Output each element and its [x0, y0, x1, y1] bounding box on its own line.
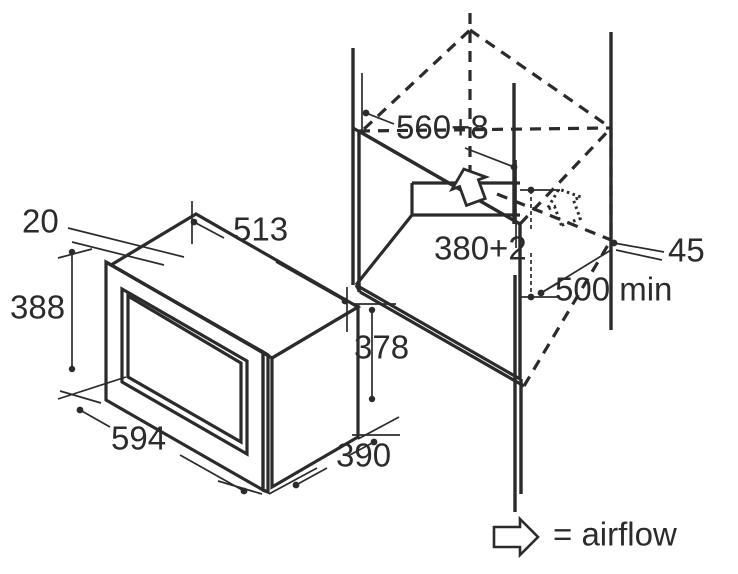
- dimension-378: 378: [352, 303, 409, 436]
- airflow-arrow-solid: [448, 167, 491, 208]
- niche-bottom-shelf-edge-2: [359, 290, 525, 388]
- dimension-390-label: 390: [336, 437, 391, 474]
- dimension-390: 390: [268, 416, 400, 495]
- dimension-513-label: 513: [233, 211, 288, 248]
- airflow-arrow-dotted: [543, 187, 586, 228]
- dimension-594-label: 594: [111, 420, 166, 457]
- niche-top-shelf-front-edge-2: [358, 129, 521, 226]
- niche-bottom-shelf-edge-1: [355, 283, 521, 381]
- dimension-500-min-label: 500 min: [555, 271, 672, 308]
- niche-interior-floor-left-diag: [354, 214, 414, 286]
- dimension-500-min: 500 min: [537, 249, 672, 308]
- airflow-legend: = airflow: [492, 515, 677, 559]
- oven-door-window-outer: [120, 286, 249, 457]
- niche-hidden-top-back-right: [469, 28, 612, 130]
- dimension-380-plus-2: 380+2: [434, 186, 560, 301]
- dimension-594: 594: [59, 390, 263, 495]
- dimension-388: 388: [10, 248, 127, 400]
- oven-door-bottom-tick: [262, 488, 269, 494]
- airflow-legend-label: = airflow: [553, 516, 677, 553]
- dimension-20: 20: [22, 203, 185, 266]
- microwave-oven-body: [104, 212, 362, 495]
- oven-door-right-edge: [261, 349, 270, 495]
- oven-door-top-bevel: [105, 260, 269, 357]
- cabinet-niche: [351, 13, 613, 512]
- oven-door-window-inner: [126, 293, 243, 445]
- dimension-20-label: 20: [22, 203, 59, 240]
- dimension-45-label: 45: [668, 232, 705, 269]
- dimension-378-label: 378: [354, 329, 409, 366]
- dimension-388-label: 388: [10, 289, 65, 326]
- niche-hidden-bottom-right-diag: [522, 239, 613, 387]
- arrow-right-outline-icon: [492, 515, 540, 559]
- niche-hidden-top-back-left: [362, 28, 472, 131]
- oven-right-face: [270, 304, 360, 490]
- dimension-560-plus-8: 560+8: [361, 73, 518, 248]
- dimension-380-label: 380+2: [434, 230, 527, 267]
- dimension-513: 513: [190, 201, 349, 332]
- niche-hidden-top-left-diag: [358, 126, 612, 133]
- dimension-560-label: 560+8: [396, 109, 489, 146]
- niche-bottom-shelf-left-cap: [354, 284, 362, 293]
- oven-door-hinge-edge: [105, 260, 112, 267]
- dimension-45: 45: [610, 232, 705, 269]
